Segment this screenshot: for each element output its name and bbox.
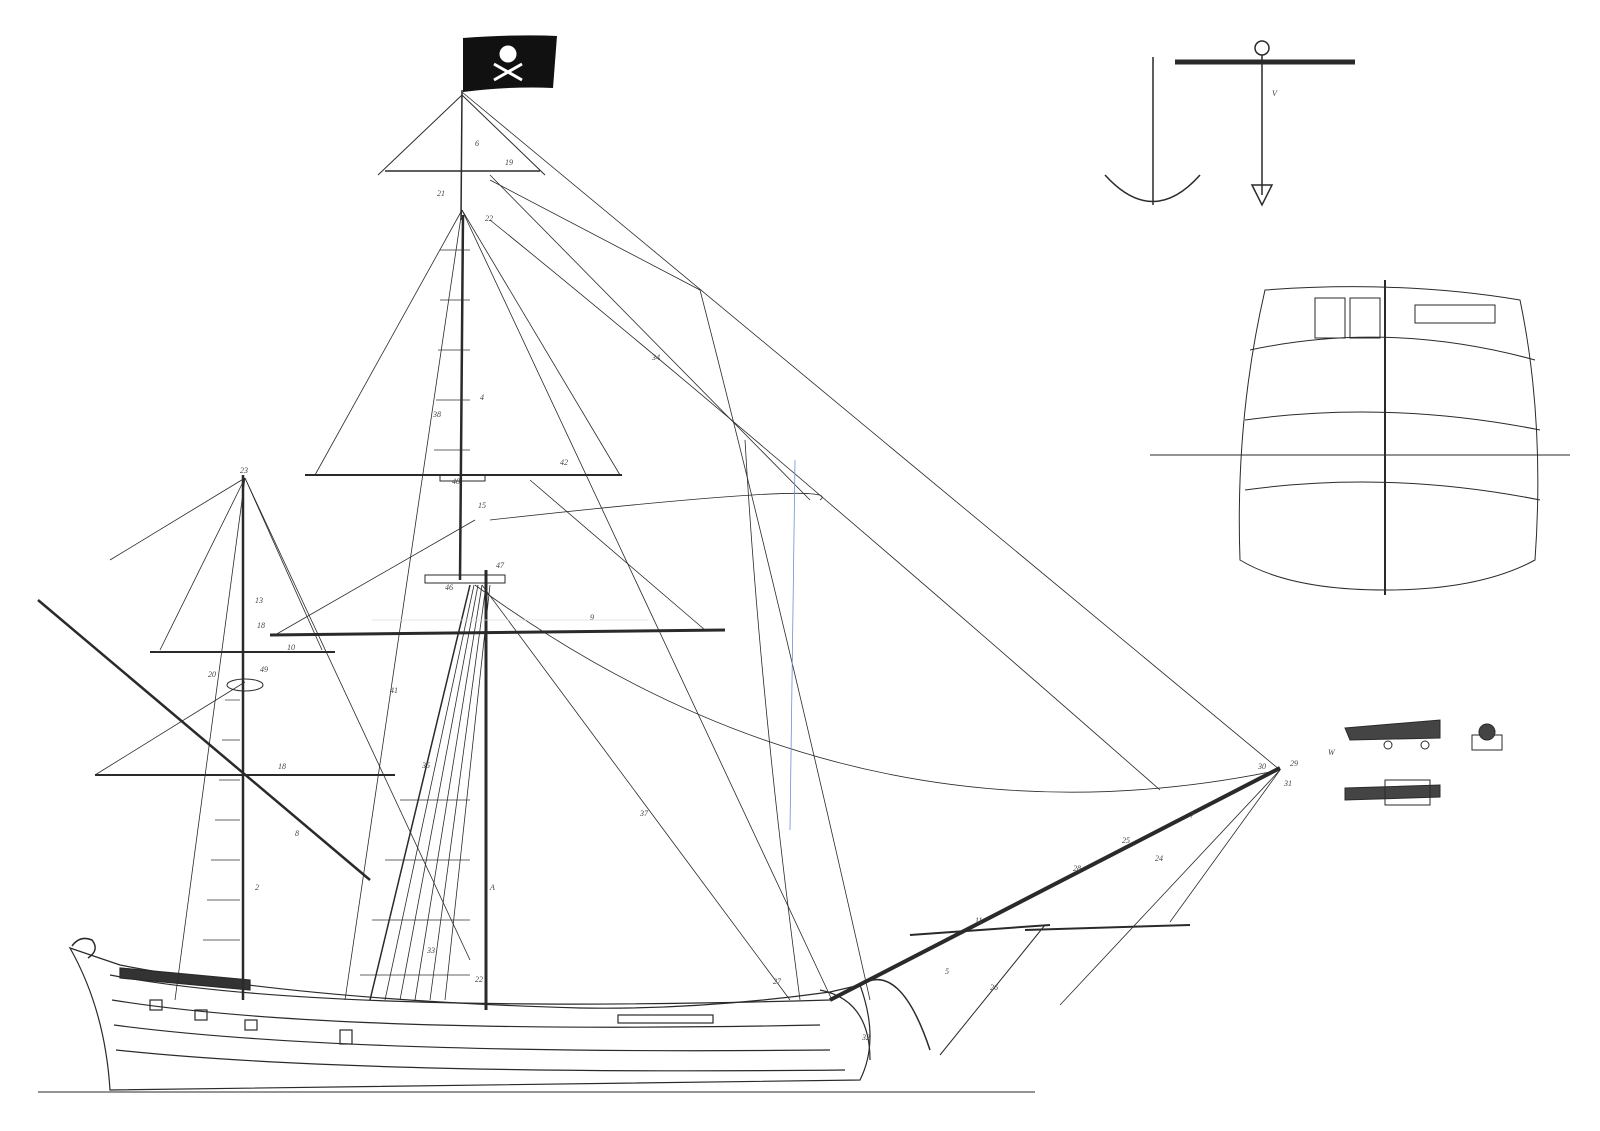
stern-section-view — [1150, 280, 1570, 595]
rigging-lines — [94, 91, 1281, 1006]
callout-label: 47 — [496, 561, 505, 570]
pirate-flag — [463, 35, 557, 92]
callout-label: 33 — [426, 946, 435, 955]
callout-label: 35 — [421, 761, 430, 770]
callout-label: 13 — [255, 596, 263, 605]
callout-label: 46 — [445, 583, 453, 592]
callout-label: 4 — [480, 393, 484, 402]
cannon-details — [1344, 719, 1503, 806]
mizzen-mast — [37, 475, 726, 1000]
callout-label: 22 — [475, 975, 483, 984]
callout-label: 25 — [1122, 836, 1130, 845]
callout-label: 37 — [639, 809, 649, 818]
callout-label: 31 — [1283, 779, 1292, 788]
callout-label: 23 — [240, 466, 248, 475]
callout-label: 6 — [475, 139, 479, 148]
callout-label: 29 — [1290, 759, 1298, 768]
callout-label: 49 — [260, 665, 268, 674]
anchor-detail — [1104, 40, 1355, 207]
callout-label: 5 — [945, 967, 949, 976]
callout-label: 28 — [1073, 864, 1081, 873]
callout-label: 40 — [452, 477, 460, 486]
callout-label: 22 — [485, 214, 493, 223]
callout-label: A — [489, 883, 495, 892]
callout-label: 19 — [505, 158, 513, 167]
skull-and-crossbones-icon — [493, 45, 523, 82]
callout-label: 32 — [861, 1033, 870, 1042]
callout-label: 34 — [651, 353, 660, 362]
callout-labels: 6 19 21 22 34 38 4 42 40 15 47 46 9 23 1… — [208, 89, 1336, 1042]
callout-label: 21 — [437, 189, 445, 198]
callout-label: 42 — [560, 458, 568, 467]
callout-label: 24 — [1155, 854, 1163, 863]
main-mast — [305, 89, 622, 1010]
callout-label: 18 — [257, 621, 265, 630]
ratline-ladders — [203, 249, 470, 976]
callout-label: 27 — [773, 977, 782, 986]
callout-label: 15 — [478, 501, 486, 510]
callout-label: 9 — [590, 613, 594, 622]
callout-label: 7 — [1190, 811, 1195, 820]
callout-label: 26 — [990, 983, 998, 992]
callout-label: 38 — [432, 410, 441, 419]
callout-label: 2 — [255, 883, 259, 892]
callout-label: W — [1328, 748, 1336, 757]
callout-label: V — [1272, 89, 1278, 98]
ship-hull — [38, 937, 1035, 1093]
callout-label: 18 — [278, 762, 286, 771]
callout-label: 11 — [975, 916, 982, 925]
bowsprit-spar — [829, 766, 1281, 1056]
callout-label: 41 — [390, 686, 398, 695]
callout-label: 10 — [287, 643, 295, 652]
callout-label: 20 — [208, 670, 216, 679]
callout-label: 30 — [1257, 762, 1266, 771]
callout-label: 8 — [295, 829, 299, 838]
